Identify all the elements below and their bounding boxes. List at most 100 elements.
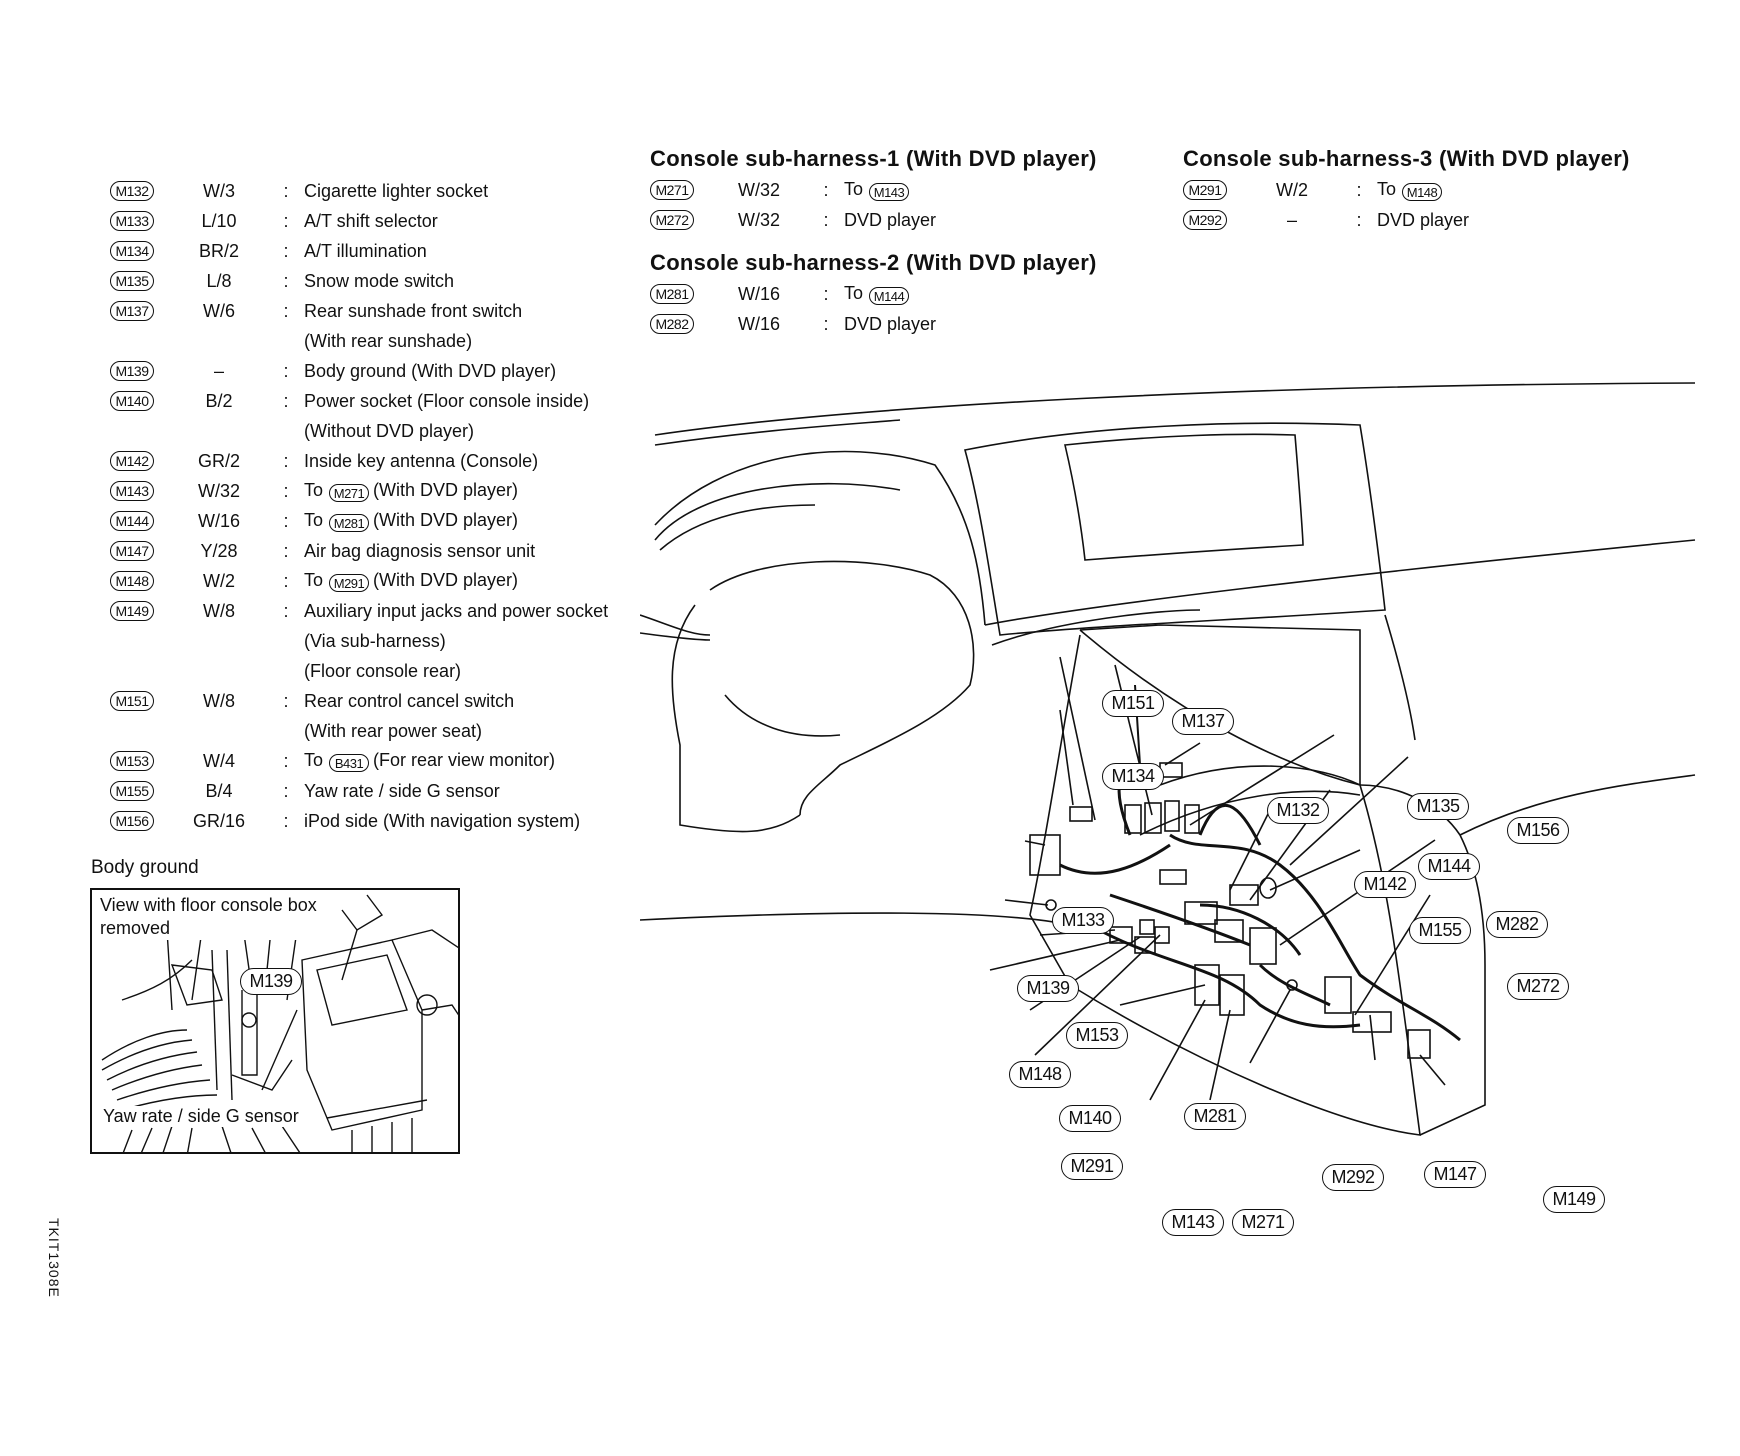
inset-caption-line1: View with floor console box: [100, 895, 317, 915]
console-illustration: [640, 382, 1696, 1136]
connector-badge: M151: [110, 691, 154, 711]
connector-id-cell: M282: [650, 314, 710, 334]
colon: :: [823, 209, 829, 230]
colon: :: [823, 179, 829, 200]
connector-to: To: [304, 509, 324, 530]
connector-id-cell: M155: [110, 781, 170, 801]
colon: :: [283, 180, 289, 201]
connector-desc: Body ground (With DVD player): [304, 361, 556, 382]
connector-ref-badge: M291: [329, 574, 370, 593]
connector-desc-text: A/T illumination: [304, 240, 427, 261]
connector-row: M292–:DVD player: [1183, 205, 1469, 235]
subharness1-title: Console sub-harness-1 (With DVD player): [650, 146, 1097, 171]
connector-spec: BR/2: [198, 240, 240, 261]
connector-id-cell: M133: [110, 211, 170, 231]
colon: :: [823, 313, 829, 334]
callout-m132: M132: [1267, 797, 1329, 824]
connector-desc-text: Auxiliary input jacks and power socket: [304, 600, 609, 621]
connector-spec: L/10: [201, 210, 237, 231]
callout-m281: M281: [1184, 1103, 1246, 1130]
colon: :: [283, 690, 289, 711]
connector-desc-cont: (With rear sunshade): [304, 330, 473, 351]
colon: :: [823, 283, 829, 304]
connector-desc: To B431(For rear view monitor): [304, 750, 555, 773]
connector-badge: M137: [110, 301, 154, 321]
connector-ref-badge: B431: [329, 754, 370, 773]
connector-ref-badge: M281: [329, 514, 370, 533]
connector-spec: W/16: [737, 313, 780, 334]
connector-id-cell: M143: [110, 481, 170, 501]
connector-badge: M292: [1183, 210, 1227, 230]
connector-note: (For rear view monitor): [373, 749, 556, 770]
colon: :: [283, 240, 289, 261]
connector-spec: W/2: [1275, 179, 1308, 200]
figure-code: TKIT1308E: [46, 1218, 62, 1298]
connector-desc: iPod side (With navigation system): [304, 811, 580, 832]
connector-badge: M156: [110, 811, 154, 831]
colon: :: [283, 450, 289, 471]
connector-ref-badge: M148: [1402, 183, 1443, 202]
connector-spec: –: [1286, 209, 1297, 230]
callout-m140: M140: [1059, 1105, 1121, 1132]
colon: :: [283, 270, 289, 291]
connector-spec: W/16: [197, 510, 240, 531]
connector-id-cell: M272: [650, 210, 710, 230]
connector-row: M139–:Body ground (With DVD player): [110, 356, 670, 386]
callout-m135: M135: [1407, 793, 1469, 820]
colon: :: [283, 570, 289, 591]
connector-desc: Air bag diagnosis sensor unit: [304, 541, 535, 562]
connector-note: (With DVD player): [373, 569, 519, 590]
connector-badge: M149: [110, 601, 154, 621]
connector-id-cell: M144: [110, 511, 170, 531]
colon: :: [283, 540, 289, 561]
connector-desc: DVD player: [844, 210, 936, 231]
connector-spec: –: [213, 360, 224, 381]
colon: :: [283, 480, 289, 501]
connector-desc: DVD player: [844, 314, 936, 335]
connector-spec: B/4: [205, 780, 233, 801]
connector-note: (With DVD player): [373, 479, 519, 500]
connector-id-cell: M271: [650, 180, 710, 200]
connector-to: To: [304, 749, 324, 770]
connector-desc: A/T illumination: [304, 241, 427, 262]
connector-desc-text: Body ground (With DVD player): [304, 360, 557, 381]
connector-badge: M281: [650, 284, 694, 304]
connector-desc: Power socket (Floor console inside): [304, 391, 589, 412]
connector-id-cell: M292: [1183, 210, 1243, 230]
subharness2-title: Console sub-harness-2 (With DVD player): [650, 250, 1097, 275]
callout-m137: M137: [1172, 708, 1234, 735]
callout-m151: M151: [1102, 690, 1164, 717]
connector-id-cell: M140: [110, 391, 170, 411]
connector-id-cell: M153: [110, 751, 170, 771]
connector-spec: W/8: [202, 690, 235, 711]
inset-drawing: [101, 894, 458, 1152]
connector-desc-text: DVD player: [1377, 209, 1470, 230]
connector-badge: M155: [110, 781, 154, 801]
connector-desc: Rear control cancel switch: [304, 691, 514, 712]
connector-desc: Cigarette lighter socket: [304, 181, 488, 202]
connector-row-cont: (With rear sunshade): [110, 326, 670, 356]
callout-m282: M282: [1486, 911, 1548, 938]
colon: :: [283, 300, 289, 321]
callout-m155: M155: [1409, 917, 1471, 944]
connector-note: (With DVD player): [373, 509, 519, 530]
callout-m292: M292: [1322, 1164, 1384, 1191]
connector-spec: W/16: [737, 283, 780, 304]
connector-id-cell: M291: [1183, 180, 1243, 200]
connector-desc-text: DVD player: [844, 209, 937, 230]
connector-id-cell: M148: [110, 571, 170, 591]
